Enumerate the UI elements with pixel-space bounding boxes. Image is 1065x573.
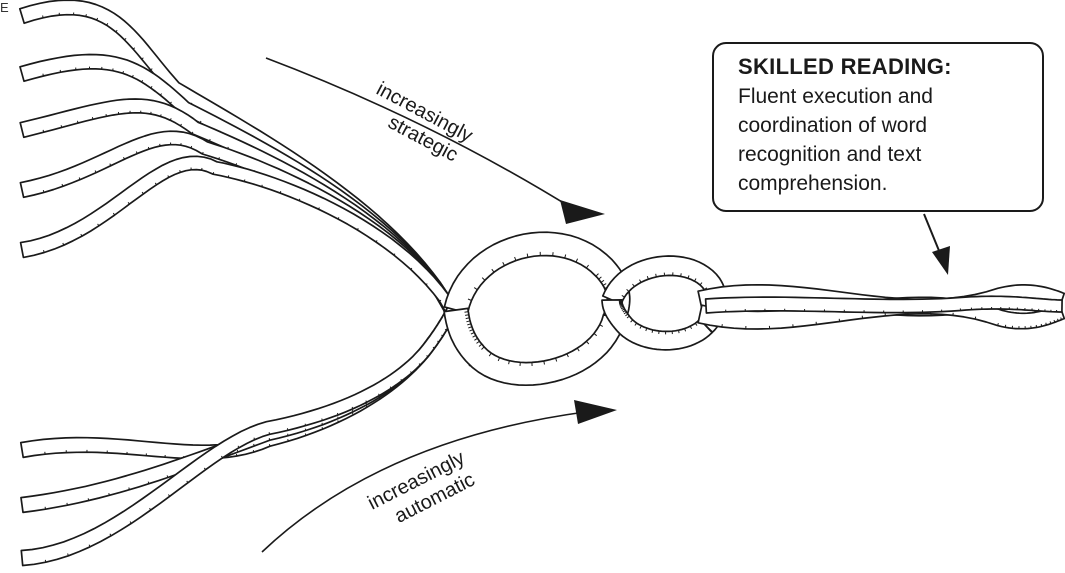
label-increasingly-automatic: increasingly automatic [364, 444, 484, 535]
callout-line: recognition and text [738, 140, 1030, 169]
callout-line: coordination of word [738, 111, 1030, 140]
rope-loop-large-top [444, 232, 629, 323]
callout-line: comprehension. [738, 169, 1030, 198]
skilled-reading-callout: SKILLED READING: Fluent execution and co… [712, 42, 1044, 212]
braid-strand-c [706, 296, 1063, 313]
callout-body: Fluent execution and coordination of wor… [738, 82, 1030, 198]
callout-title: SKILLED READING: [738, 51, 1030, 82]
corner-mark: E [0, 0, 9, 15]
callout-line: Fluent execution and [738, 82, 1030, 111]
callout-pointer-arrow [924, 214, 950, 275]
rope-loop-large-bottom [444, 308, 624, 385]
upper-strand-5 [21, 156, 479, 365]
rope-loop-small-bottom [602, 300, 712, 350]
